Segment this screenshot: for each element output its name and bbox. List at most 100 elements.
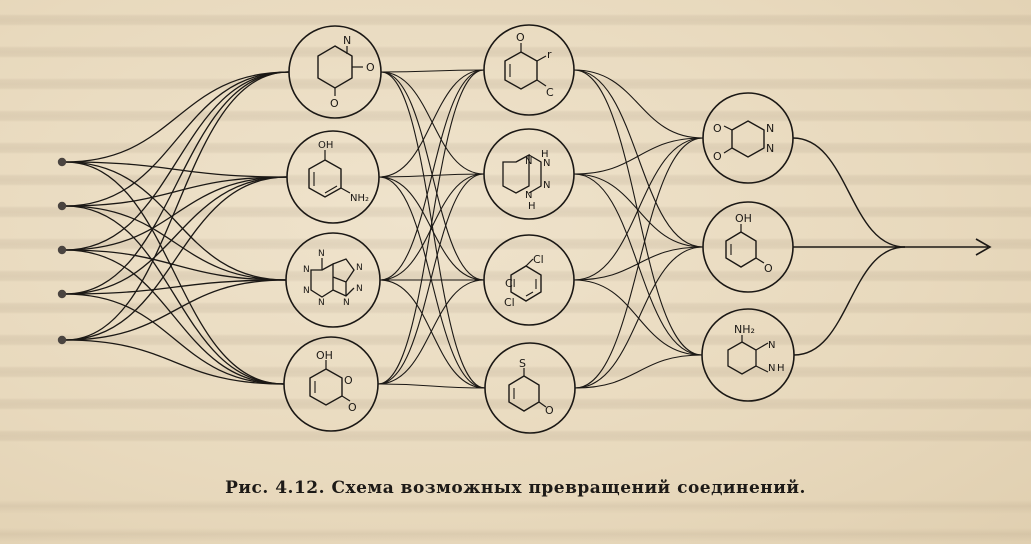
svg-text:H: H (528, 201, 536, 212)
svg-text:NH₂: NH₂ (734, 323, 755, 336)
svg-text:Cl: Cl (504, 296, 515, 309)
node-hydroxy-cyclohexenone: OH O (702, 201, 794, 293)
connection-line (573, 137, 704, 175)
svg-text:O: O (545, 404, 554, 417)
connection-line (379, 69, 485, 281)
connection-line (64, 176, 288, 251)
connection-line (573, 137, 704, 281)
svg-text:N: N (318, 298, 325, 308)
svg-text:N: N (525, 190, 532, 201)
svg-text:N: N (303, 265, 310, 275)
connection-line (380, 69, 485, 73)
connection-line (64, 176, 288, 341)
connection-line (380, 71, 486, 389)
svg-text:O: O (764, 262, 773, 275)
svg-text:N: N (303, 286, 310, 296)
connection-line (793, 246, 906, 356)
connection-line (64, 176, 288, 207)
node-purine: N N N N N N N (285, 232, 381, 328)
svg-text:N: N (543, 180, 550, 191)
connection-line (573, 69, 704, 248)
svg-text:N: N (318, 249, 325, 259)
arrow-right-icon (975, 238, 992, 256)
connection-line (573, 69, 704, 139)
connection-line (378, 69, 485, 178)
node-pyridinone: N O O (288, 25, 382, 119)
connection-line (64, 71, 290, 207)
input-dot (57, 157, 67, 167)
input-dot (57, 335, 67, 345)
connection-line (64, 339, 285, 385)
svg-text:N: N (766, 122, 774, 135)
connection-line (573, 279, 703, 356)
connection-line (64, 71, 290, 341)
svg-text:C: C (546, 86, 554, 99)
svg-text:Cl: Cl (533, 253, 544, 266)
connection-line (64, 161, 288, 178)
svg-text:N: N (525, 156, 532, 167)
node-trichlorobenzene: Cl Cl Cl (483, 234, 575, 326)
svg-text:NH₂: NH₂ (350, 193, 369, 204)
svg-text:r: r (547, 48, 552, 61)
svg-text:N: N (543, 158, 550, 169)
output-arrow (905, 238, 992, 256)
node-thio-cyclohexenone: S O (484, 342, 576, 434)
connection-line (64, 279, 287, 341)
connection-line (379, 173, 485, 281)
input-dot (57, 245, 67, 255)
node-aminophenol: OH NH₂ (286, 130, 380, 224)
svg-text:H: H (777, 363, 785, 374)
connection-line (380, 71, 485, 175)
svg-text:O: O (713, 150, 722, 163)
svg-text:N: N (356, 263, 363, 273)
connection-line (64, 161, 285, 385)
svg-text:N: N (343, 298, 350, 308)
connection-line (379, 279, 486, 389)
svg-text:OH: OH (316, 349, 333, 362)
svg-text:H: H (541, 149, 549, 160)
input-dots (57, 157, 67, 345)
connection-line (64, 249, 287, 281)
connection-line (64, 205, 285, 385)
connection-line (64, 279, 287, 295)
svg-text:OH: OH (318, 140, 333, 151)
connection-line (64, 176, 288, 295)
connection-line (792, 137, 906, 248)
svg-text:OH: OH (735, 212, 752, 225)
connection-line (377, 383, 486, 389)
connection-line (377, 279, 485, 385)
input-dot (57, 201, 67, 211)
connection-line (573, 69, 703, 356)
connection-line (573, 173, 703, 356)
node-bicyclic-triazine: H N N N N H (483, 128, 575, 220)
connection-line (574, 354, 703, 389)
connection-line (573, 173, 704, 248)
connection-line (64, 293, 285, 385)
svg-text:N: N (766, 142, 774, 155)
input-dot (57, 289, 67, 299)
svg-text:S: S (519, 357, 526, 370)
connection-line (378, 176, 486, 389)
figure-caption: Рис. 4.12. Схема возможных превращений с… (225, 478, 806, 498)
bleed-through-text-bottom (0, 500, 1031, 544)
node-amino-tetrahydropyridazine: NH₂ N N H (701, 308, 795, 402)
svg-text:O: O (330, 97, 339, 110)
svg-text:N: N (356, 284, 363, 294)
edges (64, 69, 906, 389)
connection-line (64, 161, 287, 281)
node-diketo-pyridazine: O O N N (702, 92, 794, 184)
svg-text:O: O (344, 374, 353, 387)
connection-line (380, 71, 485, 281)
svg-text:O: O (516, 31, 525, 44)
svg-text:O: O (366, 61, 375, 74)
connection-line (64, 71, 290, 163)
transformation-diagram: N O O OH NH₂ N N N N N N N (57, 24, 992, 434)
connection-line (64, 205, 287, 281)
svg-text:N: N (343, 34, 351, 47)
connection-line (574, 246, 704, 389)
connection-line (574, 137, 704, 389)
node-cyclohexenone: O r C (483, 24, 575, 116)
connection-line (64, 249, 285, 385)
connection-line (64, 71, 290, 295)
